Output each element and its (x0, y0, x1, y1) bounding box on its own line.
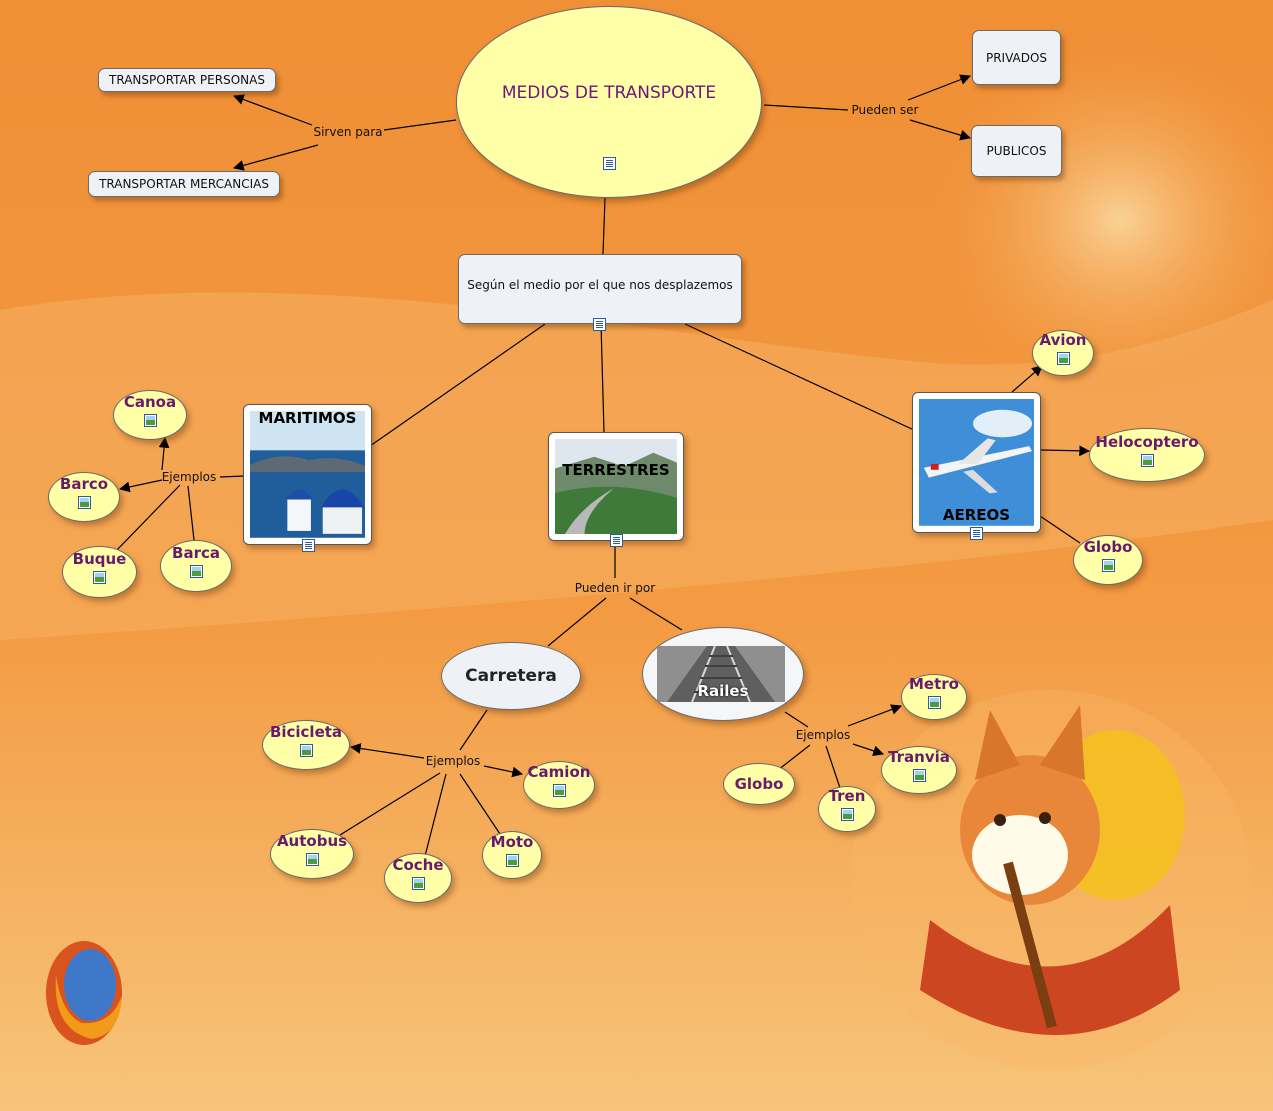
image-icon[interactable] (299, 744, 313, 757)
image-icon[interactable] (411, 877, 425, 890)
railway-photo (657, 646, 785, 702)
concept-barca[interactable]: Barca (160, 540, 232, 592)
concept-segun-el-medio[interactable]: Según el medio por el que nos desplazemo… (458, 254, 742, 331)
link-label-ejemplos-carretera: Ejemplos (425, 754, 481, 768)
concept-railes[interactable]: Railes (642, 627, 804, 721)
road-photo (555, 439, 677, 535)
document-icon[interactable] (593, 318, 606, 331)
concept-label: Según el medio por el que nos desplazemo… (467, 278, 733, 292)
concept-metro[interactable]: Metro (901, 674, 967, 720)
document-icon[interactable] (603, 157, 616, 170)
link-label-ejemplos-maritimos: Ejemplos (161, 470, 217, 484)
concept-label: Tren (828, 787, 866, 805)
concept-label: Railes (697, 682, 749, 700)
concept-helocoptero[interactable]: Helocoptero (1089, 428, 1205, 482)
concept-label: MARITIMOS (258, 409, 357, 427)
concept-medios-de-transporte[interactable]: MEDIOS DE TRANSPORTE (456, 6, 762, 198)
image-icon[interactable] (927, 696, 941, 709)
sea-photo (250, 411, 365, 538)
concept-label: Moto (490, 833, 534, 851)
concept-terrestres[interactable]: TERRESTRES (548, 432, 684, 547)
image-icon[interactable] (912, 769, 926, 782)
link-label-pueden-ir-por: Pueden ir por (574, 581, 656, 595)
concept-label: Canoa (123, 393, 177, 411)
image-icon[interactable] (189, 565, 203, 578)
concept-label: Bicicleta (269, 723, 343, 741)
concept-label: Metro (909, 675, 959, 693)
concept-label: Helocoptero (1095, 433, 1199, 451)
image-icon[interactable] (505, 854, 519, 867)
concept-transportar-personas[interactable]: TRANSPORTAR PERSONAS (98, 68, 276, 92)
concept-label: Barca (172, 544, 220, 562)
image-icon[interactable] (552, 784, 566, 797)
image-icon[interactable] (93, 571, 106, 584)
concept-barco[interactable]: Barco (48, 472, 120, 522)
concept-tranvia[interactable]: Tranvia (881, 746, 957, 794)
link-label-pueden-ser: Pueden ser (851, 103, 919, 117)
concept-avion[interactable]: Avion (1032, 330, 1094, 376)
link-label-ejemplos-railes: Ejemplos (795, 728, 851, 742)
concept-tren[interactable]: Tren (818, 786, 876, 832)
concept-moto[interactable]: Moto (482, 831, 542, 879)
concept-label: MEDIOS DE TRANSPORTE (501, 83, 717, 103)
concept-label: AEREOS (942, 506, 1011, 524)
concept-label: Globo (1083, 538, 1133, 556)
image-icon[interactable] (143, 414, 157, 427)
concept-globo-rail[interactable]: Globo (723, 763, 795, 805)
concept-canoa[interactable]: Canoa (113, 390, 187, 440)
concept-label: Avion (1039, 331, 1087, 349)
concept-buque[interactable]: Buque (62, 546, 137, 598)
image-icon[interactable] (1140, 454, 1154, 467)
image-icon[interactable] (1056, 352, 1070, 365)
concept-globo-aereo[interactable]: Globo (1073, 535, 1143, 585)
concept-label: Globo (734, 775, 784, 793)
concept-carretera[interactable]: Carretera (441, 642, 581, 710)
concept-maritimos[interactable]: MARITIMOS (243, 404, 372, 552)
concept-label: Coche (392, 856, 444, 874)
image-icon[interactable] (77, 496, 91, 509)
image-icon[interactable] (1101, 559, 1115, 572)
concept-privados[interactable]: PRIVADOS (972, 30, 1061, 85)
concept-label: Tranvia (888, 748, 950, 766)
concept-label: Buque (72, 550, 127, 568)
document-icon[interactable] (302, 539, 315, 552)
image-icon[interactable] (305, 853, 319, 866)
concept-label: Autobus (276, 832, 348, 850)
airplane-photo (919, 399, 1034, 526)
document-icon[interactable] (610, 534, 623, 547)
concept-coche[interactable]: Coche (384, 853, 452, 903)
image-icon[interactable] (840, 808, 854, 821)
concept-label: TERRESTRES (562, 461, 670, 479)
browser-logo-icon (46, 941, 122, 1045)
concept-camion[interactable]: Camion (523, 761, 595, 809)
link-label-sirven-para: Sirven para (313, 125, 383, 139)
concept-label: Barco (59, 475, 109, 493)
concept-publicos[interactable]: PUBLICOS (971, 125, 1062, 177)
concept-autobus[interactable]: Autobus (270, 829, 354, 879)
fox-in-canoe-illustration (920, 705, 1185, 1035)
document-icon[interactable] (970, 527, 983, 540)
concept-transportar-mercancias[interactable]: TRANSPORTAR MERCANCIAS (88, 171, 280, 197)
concept-bicicleta[interactable]: Bicicleta (262, 720, 350, 770)
concept-aereos[interactable]: AEREOS (912, 392, 1041, 540)
concept-label: Camion (527, 763, 591, 781)
